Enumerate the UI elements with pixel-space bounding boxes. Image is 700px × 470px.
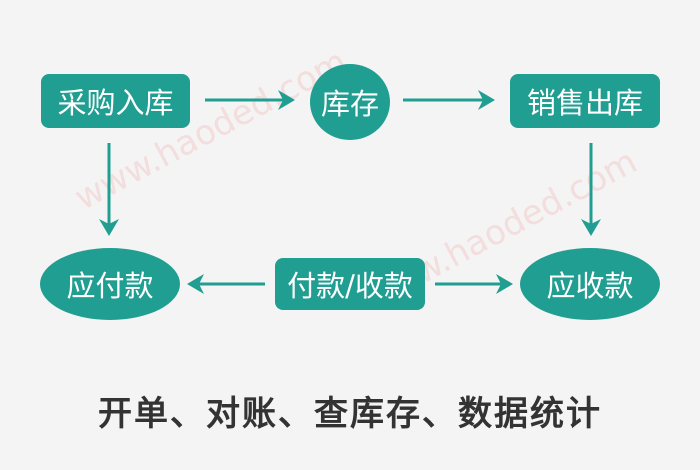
node-purchase-in: 采购入库 [41, 74, 190, 128]
node-payable: 应付款 [40, 248, 180, 320]
node-inventory: 库存 [310, 64, 390, 140]
node-sales-out: 销售出库 [510, 74, 660, 128]
node-receivable: 应收款 [520, 248, 660, 320]
caption: 开单、对账、查库存、数据统计 [98, 394, 602, 434]
node-payment-receipt: 付款/收款 [275, 258, 425, 310]
